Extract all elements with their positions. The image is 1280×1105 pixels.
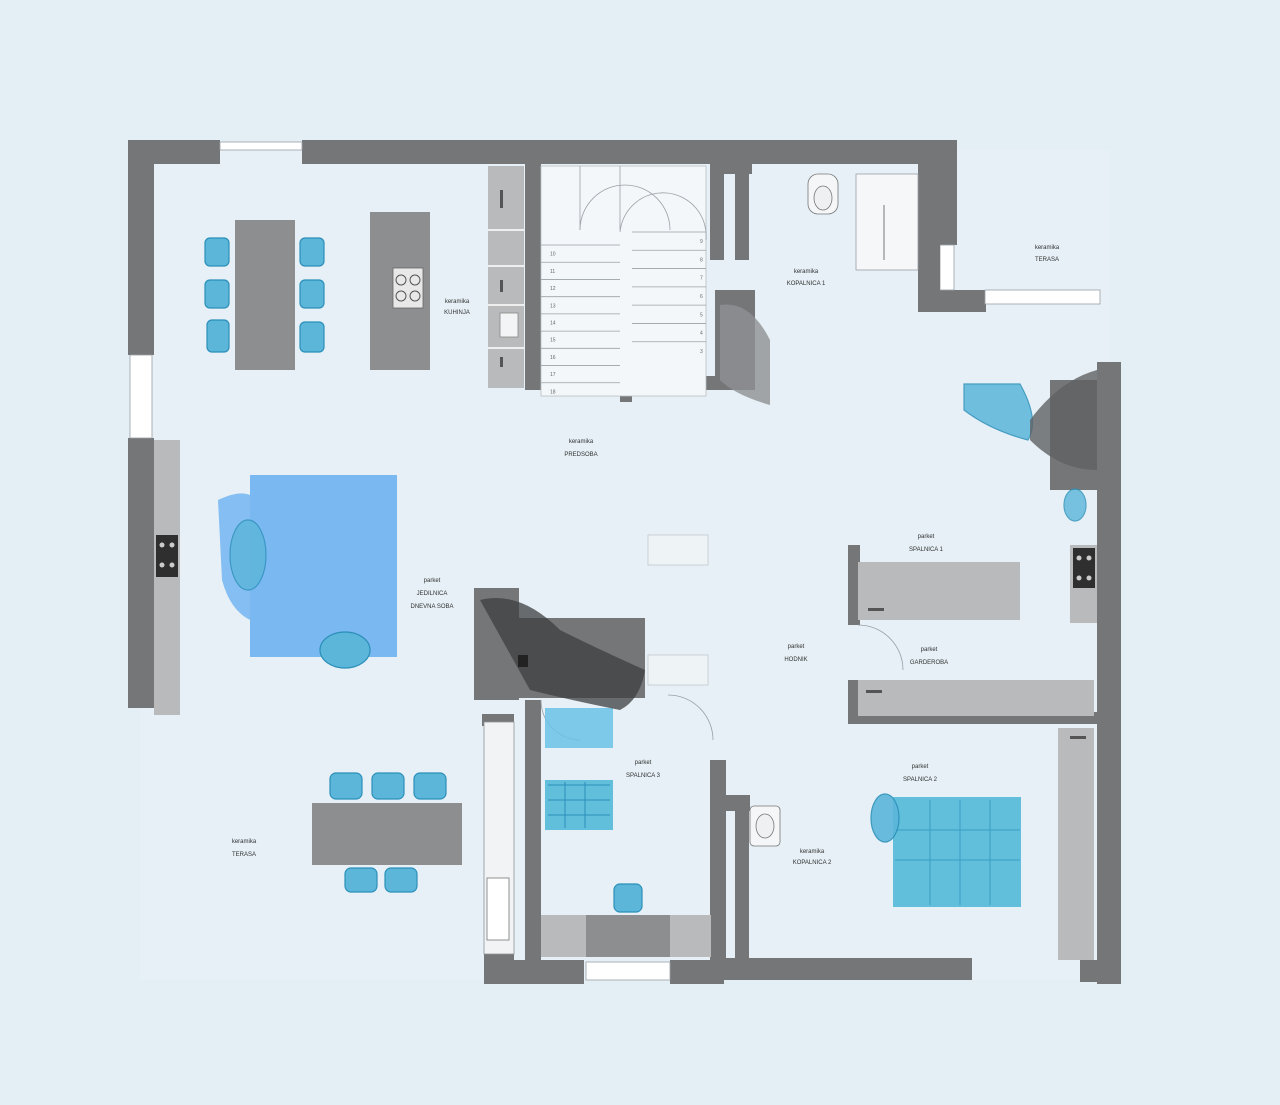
label-predsoba: keramika PREDSOBA	[564, 439, 597, 458]
stair-step-number: 5	[700, 312, 703, 318]
stairs-right-steps: 9 8 7 6 5 4 3	[632, 231, 706, 355]
terrace-chairs	[329, 772, 447, 893]
garderoba-shelf	[858, 680, 1094, 716]
stair-step-number: 9	[700, 239, 703, 245]
stair-step-number: 17	[550, 372, 556, 378]
bathroom2-fixtures	[749, 805, 781, 847]
svg-text:parket: parket	[788, 644, 805, 650]
room-labels: keramika KUHINJA keramika PREDSOBA keram…	[232, 245, 1060, 866]
svg-text:SPALNICA 2: SPALNICA 2	[903, 777, 938, 783]
svg-text:TERASA: TERASA	[232, 852, 256, 858]
label-terasa-sw: keramika TERASA	[232, 839, 257, 858]
label-spalnica-1: parket SPALNICA 1	[909, 534, 944, 553]
label-kopalnica-1: keramika KOPALNICA 1	[787, 269, 826, 287]
svg-text:parket: parket	[918, 534, 935, 540]
svg-text:parket: parket	[912, 764, 929, 770]
bedroom3-bed	[545, 708, 613, 830]
corridor-details	[480, 304, 770, 710]
label-spalnica-2: parket SPALNICA 2	[903, 764, 938, 783]
label-jedilnica: parket JEDILNICA DNEVNA SOBA	[410, 578, 453, 610]
tv-unit	[156, 535, 178, 577]
svg-text:SPALNICA 3: SPALNICA 3	[626, 773, 661, 779]
svg-text:KOPALNICA 1: KOPALNICA 1	[787, 281, 826, 287]
terrace-table	[312, 803, 462, 865]
dining-table	[235, 220, 295, 370]
stair-step-number: 11	[550, 269, 555, 275]
bedroom2-bed	[870, 793, 1021, 907]
svg-text:GARDEROBA: GARDEROBA	[910, 660, 948, 666]
bedroom1-armchair	[963, 370, 1097, 522]
kitchen-counter	[488, 166, 524, 388]
svg-text:DNEVNA SOBA: DNEVNA SOBA	[410, 604, 453, 610]
bedroom1-tv	[1070, 545, 1097, 623]
label-kuhinja: keramika KUHINJA	[444, 299, 470, 316]
label-terasa-ne: keramika TERASA	[1035, 245, 1060, 263]
stair-step-number: 16	[550, 355, 556, 361]
stair-step-number: 4	[700, 331, 703, 337]
svg-text:parket: parket	[424, 578, 441, 584]
svg-text:KOPALNICA 2: KOPALNICA 2	[793, 860, 832, 866]
svg-text:keramika: keramika	[232, 839, 257, 845]
dining-chairs	[204, 237, 325, 353]
stair-step-number: 7	[700, 276, 703, 282]
stair-step-number: 15	[550, 338, 556, 344]
stair-step-number: 10	[550, 252, 556, 258]
svg-text:parket: parket	[921, 647, 938, 653]
stair-step-number: 13	[550, 303, 556, 309]
stair-step-number: 14	[550, 321, 556, 327]
label-kopalnica-2: keramika KOPALNICA 2	[793, 849, 832, 866]
windows	[129, 141, 1101, 981]
stair-step-number: 12	[550, 286, 556, 292]
label-hodnik: parket HODNIK	[784, 644, 807, 663]
svg-text:parket: parket	[635, 760, 652, 766]
label-spalnica-3: parket SPALNICA 3	[626, 760, 661, 779]
stairs-left-steps: 10 11 12 13 14 15 16 17 18	[541, 244, 620, 395]
bathroom1-fixtures	[807, 173, 919, 271]
svg-text:TERASA: TERASA	[1035, 257, 1059, 263]
sofa	[154, 440, 180, 715]
stair-step-number: 3	[700, 349, 703, 355]
kitchen-cabinet-south	[483, 721, 515, 955]
svg-text:SPALNICA 1: SPALNICA 1	[909, 547, 944, 553]
svg-text:keramika: keramika	[1035, 245, 1060, 251]
staircase	[540, 165, 707, 397]
svg-text:KUHINJA: KUHINJA	[444, 310, 470, 316]
svg-text:PREDSOBA: PREDSOBA	[564, 452, 597, 458]
label-garderoba: parket GARDEROBA	[910, 647, 948, 666]
bedroom1-wardrobe	[858, 562, 1020, 620]
svg-text:keramika: keramika	[794, 269, 819, 275]
svg-text:keramika: keramika	[445, 299, 470, 305]
living-rug	[218, 475, 397, 669]
stair-step-number: 8	[700, 257, 703, 263]
kitchen-island	[370, 212, 430, 370]
svg-text:keramika: keramika	[569, 439, 594, 445]
bedroom3-desk	[541, 883, 711, 957]
svg-text:HODNIK: HODNIK	[784, 657, 807, 663]
bedroom2-wardrobe	[1058, 728, 1094, 960]
svg-text:JEDILNICA: JEDILNICA	[417, 591, 448, 597]
stair-step-number: 18	[550, 389, 556, 395]
svg-text:keramika: keramika	[800, 849, 825, 855]
stair-step-number: 6	[700, 294, 703, 300]
